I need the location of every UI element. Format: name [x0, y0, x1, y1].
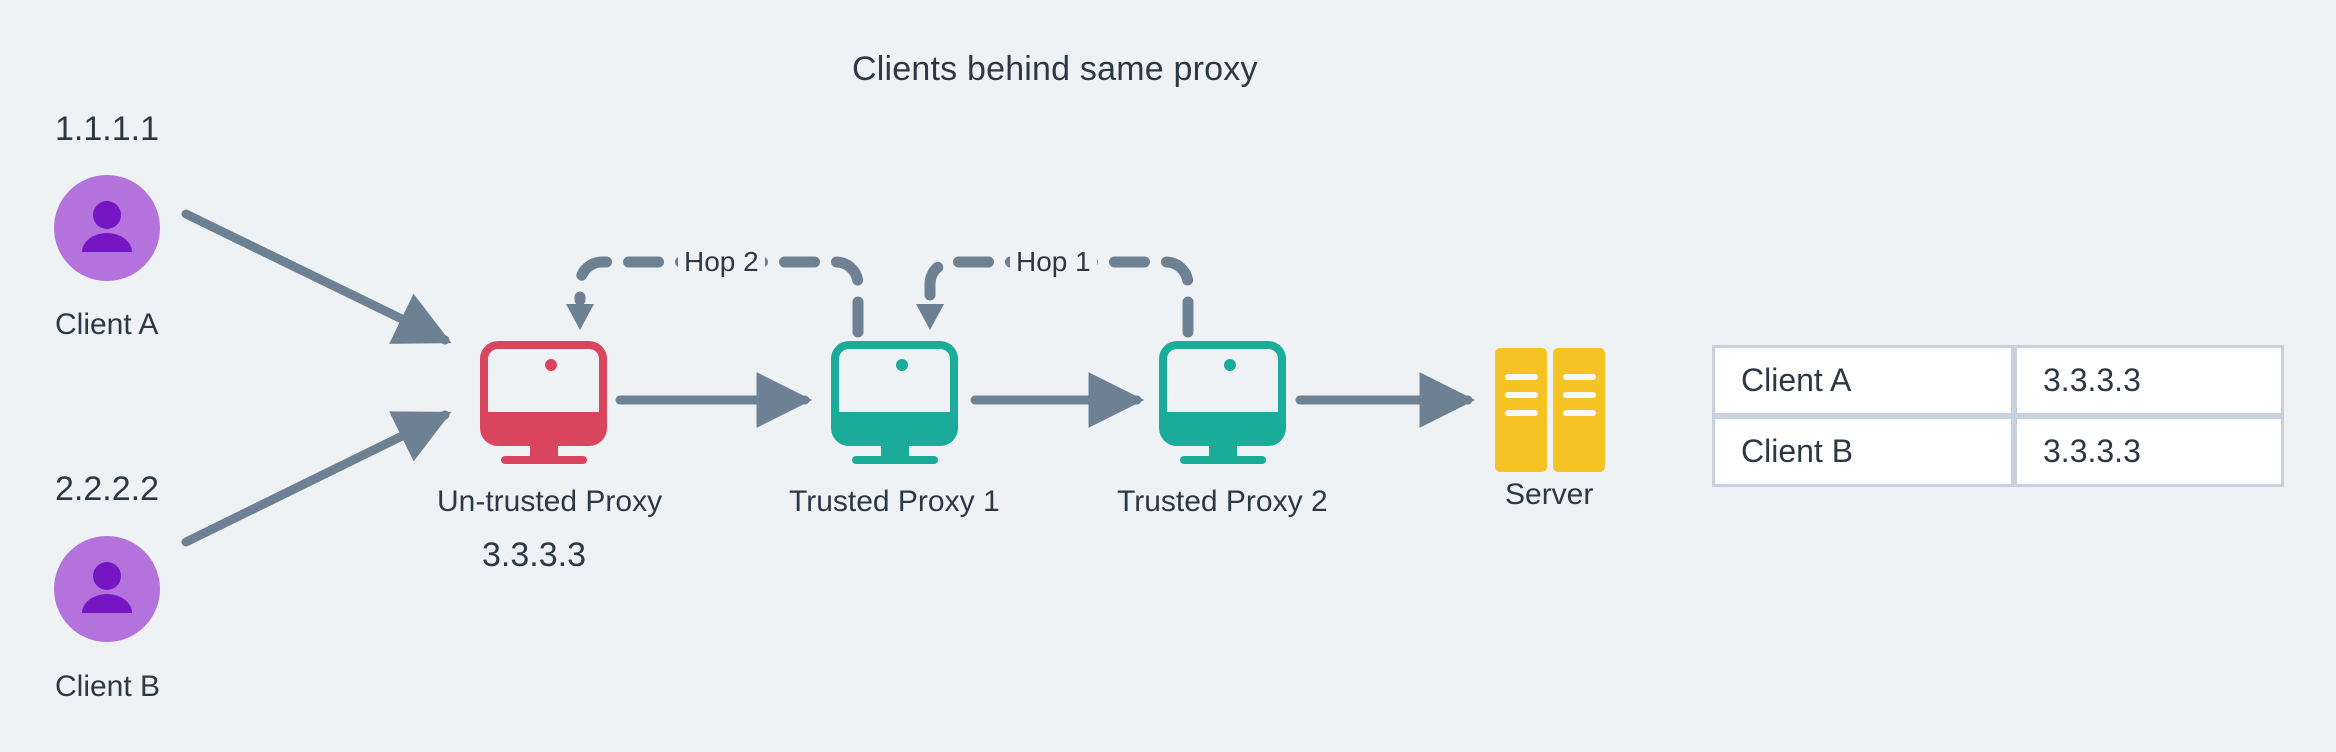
client-b-ip-label: 2.2.2.2: [55, 470, 159, 508]
trusted-proxy-2-label: Trusted Proxy 2: [1117, 485, 1328, 518]
table-cell-client-ip: 3.3.3.3: [2014, 345, 2284, 416]
untrusted-proxy-ip-label: 3.3.3.3: [482, 536, 586, 574]
client-a-ip-label: 1.1.1.1: [55, 110, 159, 148]
client-a-label: Client A: [55, 308, 159, 341]
hop-1-label: Hop 1: [1010, 248, 1097, 276]
client-ip-mapping-table: Client A 3.3.3.3 Client B 3.3.3.3: [1712, 345, 2284, 487]
client-b-label: Client B: [55, 670, 161, 703]
untrusted-proxy-monitor-icon: [480, 341, 607, 464]
table-row: Client B 3.3.3.3: [1712, 416, 2284, 487]
client-a-avatar: [54, 175, 160, 281]
flow-client-a-to-untrusted-proxy: [181, 209, 452, 345]
table-row: Client A 3.3.3.3: [1712, 345, 2284, 416]
client-b-avatar: [54, 536, 160, 642]
hop-2-label: Hop 2: [678, 248, 765, 276]
trusted-proxy-2-monitor-icon: [1159, 341, 1286, 464]
table-cell-client-name: Client B: [1712, 416, 2014, 487]
server-rack-icon: [1495, 348, 1605, 472]
server-label: Server: [1505, 478, 1594, 511]
untrusted-proxy-label: Un-trusted Proxy: [437, 485, 663, 518]
page-title: Clients behind same proxy: [852, 50, 1258, 88]
trusted-proxy-1-label: Trusted Proxy 1: [789, 485, 1000, 518]
hop-2-dashed-path: [566, 256, 864, 338]
table-cell-client-ip: 3.3.3.3: [2014, 416, 2284, 487]
table-cell-client-name: Client A: [1712, 345, 2014, 416]
flow-client-b-to-untrusted-proxy: [181, 410, 452, 547]
trusted-proxy-1-monitor-icon: [831, 341, 958, 464]
